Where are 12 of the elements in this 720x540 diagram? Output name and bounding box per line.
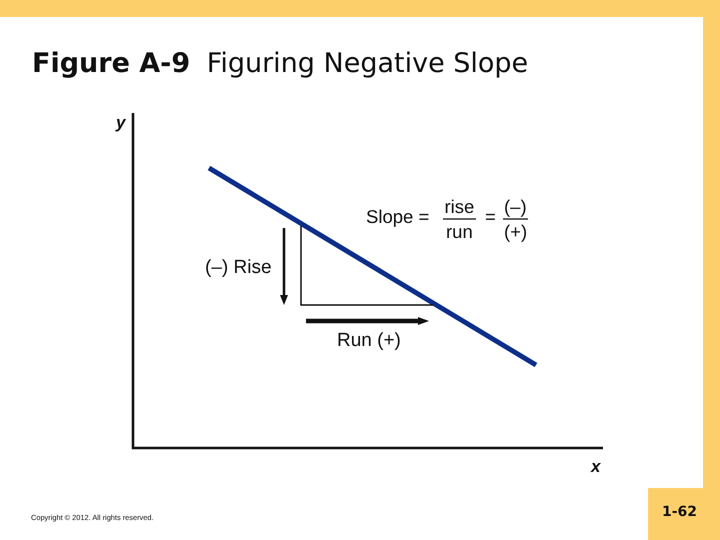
fraction-numerator: rise [444, 198, 474, 216]
fraction-denominator: (+) [504, 223, 528, 242]
figure-title: Figure A-9 Figuring Negative Slope [32, 50, 528, 77]
fraction-denominator: run [446, 223, 473, 242]
axis-label: x [591, 458, 600, 475]
run-label: Run (+) [337, 331, 401, 350]
rise-label: (–) Rise [205, 258, 272, 277]
formula-text: Slope = [366, 208, 430, 226]
formula-text: = [485, 208, 496, 226]
page-number: 1-62 [662, 505, 698, 519]
fraction-numerator: (–) [504, 198, 527, 216]
axis-label: y [116, 114, 126, 131]
